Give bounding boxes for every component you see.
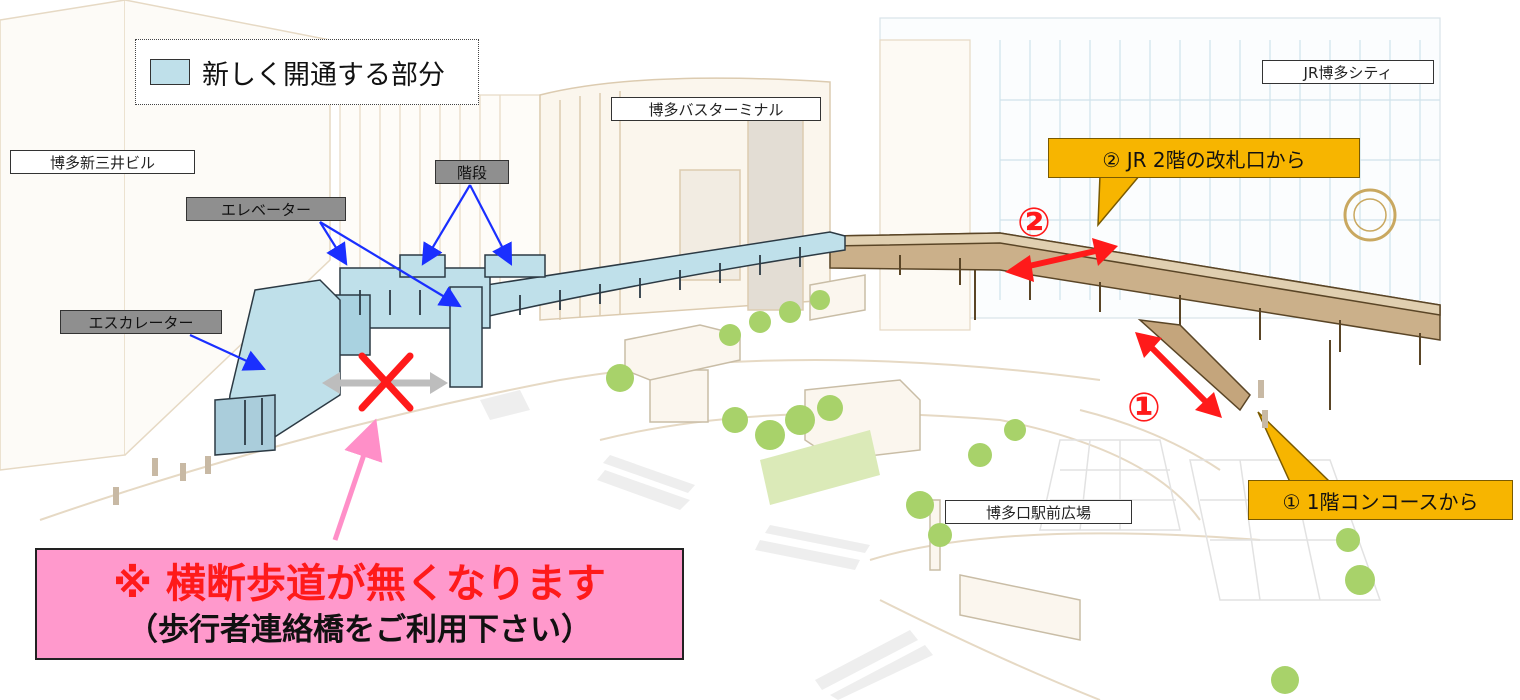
route1-callout-tail: [1257, 411, 1332, 483]
route1-marker: ①: [1127, 385, 1161, 431]
removed-crosswalk-marker: [322, 352, 448, 412]
label-elevator: エレベーター: [186, 197, 346, 221]
crosswalks: [480, 390, 933, 700]
pedestrians: [113, 380, 1268, 505]
legend: 新しく開通する部分: [135, 39, 479, 105]
trees: [606, 290, 1375, 694]
new-bridge: [214, 231, 846, 456]
label-escalator: エスカレーター: [60, 310, 222, 334]
existing-deck: [829, 232, 1441, 412]
route2-callout: ② JR 2階の改札口から: [1048, 138, 1360, 178]
legend-swatch: [150, 59, 190, 85]
bus-terminal-building: [539, 77, 831, 321]
route1-arrow: [1135, 332, 1222, 418]
notice-headline: ※ 横断歩道が無くなります: [113, 561, 606, 607]
left-building: [0, 0, 331, 471]
crosswalk-removal-notice: ※ 横断歩道が無くなります （歩行者連絡橋をご利用下さい）: [35, 548, 684, 660]
route1-callout: ① 1階コンコースから: [1248, 480, 1513, 520]
legend-label: 新しく開通する部分: [202, 59, 445, 91]
label-mitsui-building: 博多新三井ビル: [10, 150, 195, 174]
notice-subline: （歩行者連絡橋をご利用下さい）: [127, 612, 592, 648]
route2-arrow: [1005, 238, 1118, 282]
route2-marker: ②: [1017, 200, 1051, 246]
label-jr-city: JR博多シティ: [1262, 60, 1434, 84]
label-bus-terminal: 博多バスターミナル: [611, 97, 821, 121]
facility-pointer-arrows: [189, 184, 513, 371]
label-plaza: 博多口駅前広場: [945, 500, 1132, 524]
label-stairs: 階段: [435, 160, 509, 184]
notice-pointer-arrow: [332, 418, 383, 541]
